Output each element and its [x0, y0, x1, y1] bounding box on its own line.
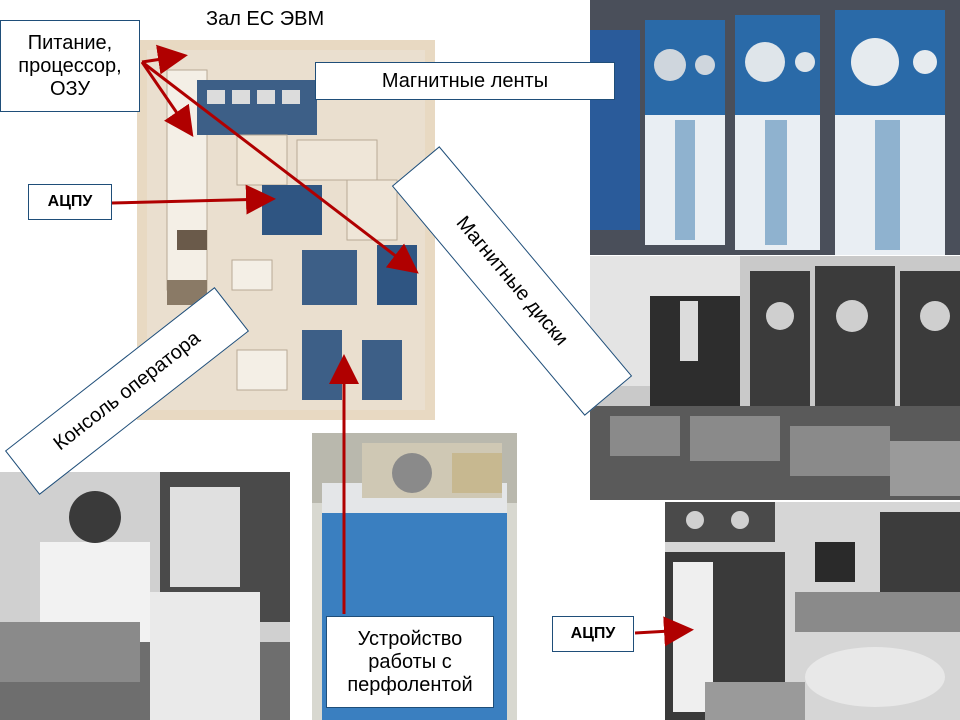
- magnetic-disks-photo: [590, 256, 960, 500]
- punch-tape-device-label: Устройство работы с перфолентой: [326, 616, 494, 708]
- atspu-left-label: АЦПУ: [28, 184, 112, 220]
- magnetic-tapes-photo: [590, 0, 960, 255]
- magnetic-tapes-label: Магнитные ленты: [315, 62, 615, 100]
- operator-console-photo: [0, 472, 290, 720]
- power-processor-ram-label: Питание, процессор, ОЗУ: [0, 20, 140, 112]
- slide-title: Зал ЕС ЭВМ: [206, 8, 325, 30]
- atspu-right-label: АЦПУ: [552, 616, 634, 652]
- printer-room-photo: [665, 502, 960, 720]
